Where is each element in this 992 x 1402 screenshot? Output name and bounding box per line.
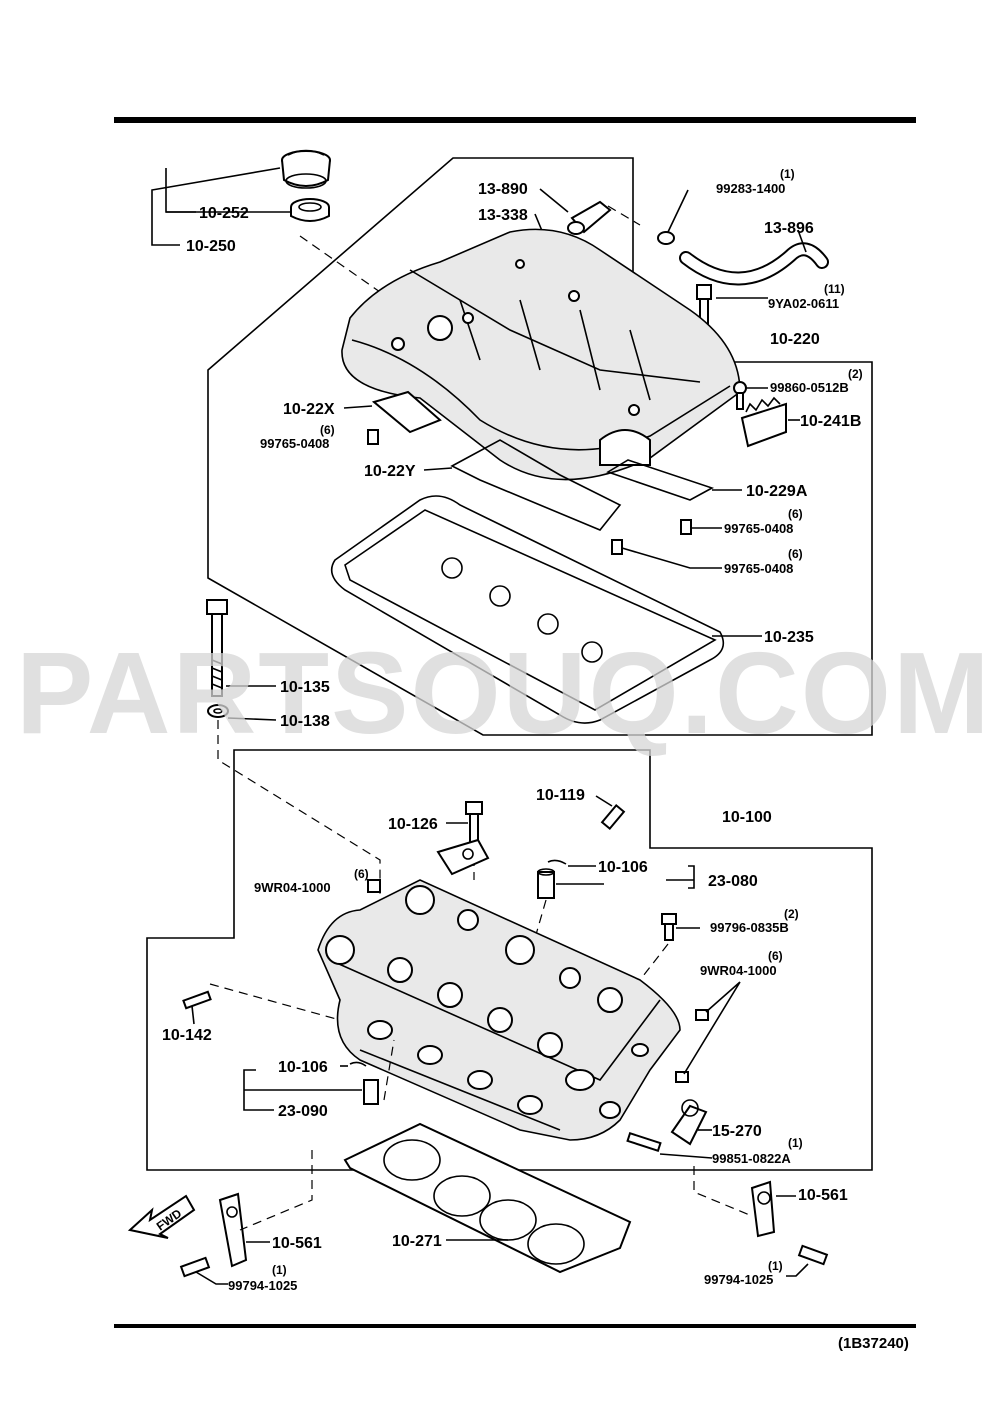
cylinder-head-icon[interactable] bbox=[317, 879, 681, 1141]
label-13-890[interactable]: 13-890 bbox=[478, 181, 528, 198]
engine-hanger-right-icon[interactable] bbox=[750, 1180, 776, 1238]
spark-plug-cover-plate-icon[interactable] bbox=[740, 396, 787, 448]
qty-99796-0835b: (2) bbox=[784, 907, 799, 921]
valve-lifter-b-icon[interactable] bbox=[363, 1079, 379, 1105]
qty-99765-0408-b: (6) bbox=[788, 507, 803, 521]
label-10-100[interactable]: 10-100 bbox=[722, 809, 772, 826]
label-10-119[interactable]: 10-119 bbox=[536, 787, 585, 804]
qty-99851-0822a: (1) bbox=[788, 1136, 803, 1150]
watermark: PARTSOUQ.COM bbox=[16, 628, 992, 758]
cover-group-outline bbox=[207, 157, 873, 736]
plug-a-icon[interactable] bbox=[367, 879, 381, 893]
label-10-106-b[interactable]: 10-106 bbox=[278, 1059, 328, 1076]
valve-lifter-icon[interactable] bbox=[537, 868, 555, 899]
hose-clamp-icon[interactable] bbox=[657, 231, 675, 245]
gasket-bolt-b-icon[interactable] bbox=[680, 519, 692, 535]
cover-bracket-x-icon[interactable] bbox=[371, 390, 442, 434]
plug-b-icon[interactable] bbox=[675, 1009, 709, 1083]
stud-icon[interactable] bbox=[600, 803, 626, 831]
label-99794-1025-b[interactable]: 99794-1025 bbox=[704, 1272, 773, 1287]
label-10-138[interactable]: 10-138 bbox=[280, 713, 330, 730]
cover-gasket-y-icon[interactable] bbox=[450, 439, 622, 531]
fwd-arrow-icon: FWD bbox=[127, 1194, 196, 1239]
oil-filler-cap-icon[interactable] bbox=[281, 149, 331, 189]
qty-9wr04-1000-a: (6) bbox=[354, 867, 369, 881]
ventilation-hose-icon[interactable] bbox=[679, 242, 829, 286]
cover-gasket-a-icon[interactable] bbox=[606, 459, 714, 501]
label-99283-1400[interactable]: 99283-1400 bbox=[716, 181, 785, 196]
label-10-220[interactable]: 10-220 bbox=[770, 331, 820, 348]
cam-cap-icon[interactable] bbox=[436, 838, 490, 876]
bracket-bolt-icon[interactable] bbox=[367, 429, 379, 445]
label-10-561-a[interactable]: 10-561 bbox=[272, 1235, 322, 1252]
cylinder-head-gasket-icon[interactable] bbox=[343, 1122, 632, 1274]
head-bolt-icon[interactable] bbox=[206, 599, 228, 697]
water-outlet-bolt-icon[interactable] bbox=[626, 1131, 662, 1153]
hanger-bolt-left-icon[interactable] bbox=[179, 1256, 211, 1278]
label-10-22y[interactable]: 10-22Y bbox=[364, 463, 416, 480]
label-9ya02-0611[interactable]: 9YA02-0611 bbox=[768, 296, 839, 311]
head-cover-gasket-icon[interactable] bbox=[330, 495, 725, 724]
qty-99765-0408-c: (6) bbox=[788, 547, 803, 561]
hanger-bolt-right-icon[interactable] bbox=[797, 1244, 829, 1266]
label-10-135[interactable]: 10-135 bbox=[280, 679, 330, 696]
filler-cap-gasket-icon[interactable] bbox=[290, 198, 330, 222]
label-99765-0408-a[interactable]: 99765-0408 bbox=[260, 436, 329, 451]
label-99765-0408-c[interactable]: 99765-0408 bbox=[724, 561, 793, 576]
label-10-271[interactable]: 10-271 bbox=[392, 1233, 442, 1250]
label-99796-0835b[interactable]: 99796-0835B bbox=[710, 920, 789, 935]
label-13-896[interactable]: 13-896 bbox=[764, 220, 814, 237]
label-99860-0512b[interactable]: 99860-0512B bbox=[770, 380, 849, 395]
label-23-090[interactable]: 23-090 bbox=[278, 1103, 328, 1120]
qty-99794-1025-a: (1) bbox=[272, 1263, 287, 1277]
valve-seal-clip-icon[interactable] bbox=[547, 859, 567, 865]
label-10-142[interactable]: 10-142 bbox=[162, 1027, 212, 1044]
head-bolt-b-icon[interactable] bbox=[661, 913, 677, 941]
label-10-250[interactable]: 10-250 bbox=[186, 238, 236, 255]
labels: 10-250 10-252 13-890 13-338 (1) 99283-14… bbox=[162, 167, 909, 1352]
label-10-126[interactable]: 10-126 bbox=[388, 816, 438, 833]
label-99851-0822a[interactable]: 99851-0822A bbox=[712, 1151, 791, 1166]
engine-hanger-left-icon[interactable] bbox=[218, 1192, 248, 1268]
label-10-252[interactable]: 10-252 bbox=[199, 205, 249, 222]
qty-99860-0512b: (2) bbox=[848, 367, 863, 381]
label-10-241b[interactable]: 10-241B bbox=[800, 413, 861, 430]
qty-9ya02-0611: (11) bbox=[824, 282, 845, 296]
label-15-270[interactable]: 15-270 bbox=[712, 1123, 762, 1140]
label-99794-1025-a[interactable]: 99794-1025 bbox=[228, 1278, 297, 1293]
label-10-561-b[interactable]: 10-561 bbox=[798, 1187, 848, 1204]
label-10-235[interactable]: 10-235 bbox=[764, 629, 814, 646]
head-bolt-washer-icon[interactable] bbox=[207, 704, 229, 718]
qty-99765-0408-a: (6) bbox=[320, 423, 335, 437]
plate-bolt-icon[interactable] bbox=[733, 381, 747, 410]
label-10-106-a[interactable]: 10-106 bbox=[598, 859, 648, 876]
label-9wr04-1000-b[interactable]: 9WR04-1000 bbox=[700, 963, 777, 978]
stud-b-icon[interactable] bbox=[182, 990, 212, 1010]
label-99765-0408-b[interactable]: 99765-0408 bbox=[724, 521, 793, 536]
qty-99794-1025-b: (1) bbox=[768, 1259, 783, 1273]
label-23-080[interactable]: 23-080 bbox=[708, 873, 758, 890]
label-9wr04-1000-a[interactable]: 9WR04-1000 bbox=[254, 880, 331, 895]
pcv-valve-icon[interactable] bbox=[567, 200, 612, 235]
label-10-22x[interactable]: 10-22X bbox=[283, 401, 335, 418]
label-10-229a[interactable]: 10-229A bbox=[746, 483, 808, 500]
qty-99283-1400: (1) bbox=[780, 167, 795, 181]
water-outlet-icon[interactable] bbox=[670, 1099, 708, 1146]
label-13-338[interactable]: 13-338 bbox=[478, 207, 528, 224]
qty-9wr04-1000-b: (6) bbox=[768, 949, 783, 963]
gasket-bolt-c-icon[interactable] bbox=[611, 539, 623, 555]
cylinder-head-cover-icon[interactable] bbox=[341, 228, 741, 481]
diagram-id: (1B37240) bbox=[838, 1335, 909, 1352]
valve-seal-clip-b-icon[interactable] bbox=[349, 1061, 367, 1067]
cam-cap-bolt-icon[interactable] bbox=[465, 801, 483, 843]
